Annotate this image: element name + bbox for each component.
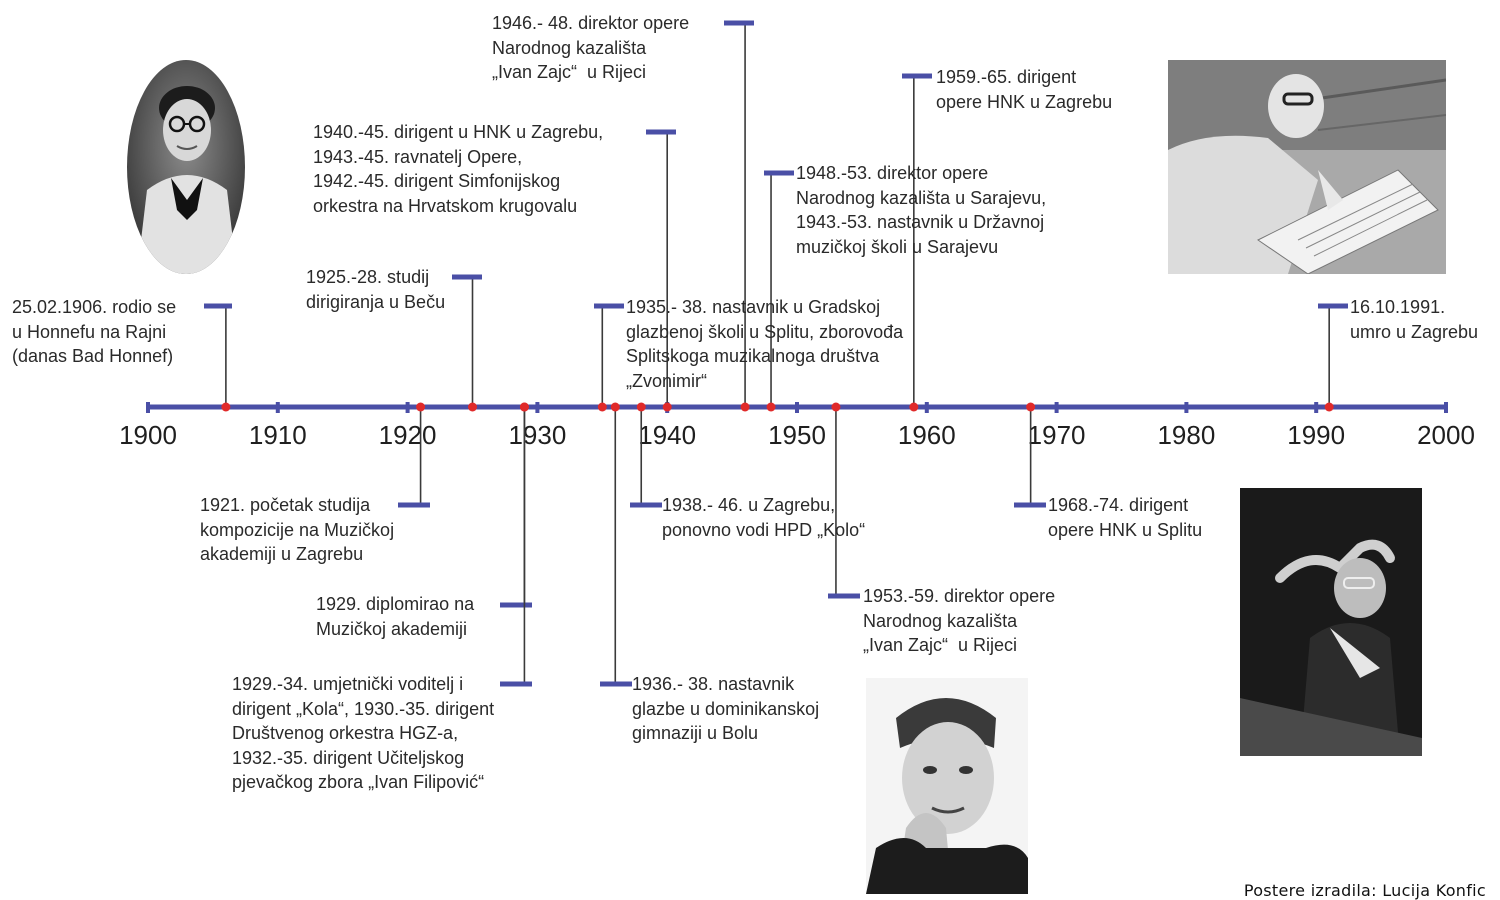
event-marker-bol-1936 [610, 402, 620, 412]
event-marker-sarajevo-1948 [766, 402, 776, 412]
event-label-sarajevo-1948: 1948.-53. direktor opere Narodnog kazali… [796, 163, 1047, 257]
event-label-graduated-1929: 1929. diplomirao na Muzičkoj akademiji [316, 594, 475, 639]
event-label-hnk-zagreb-1959: 1959.-65. dirigent opere HNK u Zagrebu [936, 67, 1113, 112]
poster-credit: Postere izradila: Lucija Konfic [1243, 881, 1486, 900]
decade-labels: 1900 1910 1920 1930 1940 1950 1960 1970 1980 1990… [119, 420, 1475, 450]
event-label-hnk-zagreb-1940: 1940.-45. dirigent u HNK u Zagrebu, 1943… [313, 122, 604, 216]
composing-at-desk-photo [1168, 60, 1446, 274]
decade-label: 1970 [1028, 420, 1086, 450]
event-marker-hnk-zagreb-1959 [909, 402, 919, 412]
event-label-rijeka-1953: 1953.-59. direktor opere Narodnog kazali… [863, 586, 1056, 655]
decade-label: 1960 [898, 420, 956, 450]
event-marker-split-1935 [597, 402, 607, 412]
event-label-split-1968: 1968.-74. dirigent opere HNK u Splitu [1048, 495, 1203, 540]
event-markers [221, 402, 1334, 412]
event-marker-kolo-1929 [519, 402, 529, 412]
event-marker-rijeka-1946 [740, 402, 750, 412]
event-label-birth: 25.02.1906. rodio se u Honnefu na Rajni … [12, 297, 177, 366]
decade-label: 1930 [508, 420, 566, 450]
event-marker-death [1324, 402, 1334, 412]
event-label-vienna: 1925.-28. studij dirigiranja u Beču [306, 267, 446, 312]
decade-label: 1950 [768, 420, 826, 450]
event-marker-academy-1921 [416, 402, 426, 412]
decade-label: 1990 [1287, 420, 1345, 450]
event-connectors [204, 20, 1348, 687]
decade-label: 2000 [1417, 420, 1475, 450]
event-label-academy-1921: 1921. početak studija kompozicije na Muz… [200, 495, 395, 564]
event-label-split-1935: 1935.- 38. nastavnik u Gradskoj glazbeno… [626, 297, 904, 391]
decade-label: 1980 [1157, 420, 1215, 450]
decade-label: 1900 [119, 420, 177, 450]
event-marker-zagreb-1938 [636, 402, 646, 412]
event-label-rijeka-1946: 1946.- 48. direktor opere Narodnog kazal… [492, 13, 690, 82]
conducting-photo [1240, 488, 1422, 756]
event-marker-split-1968 [1026, 402, 1036, 412]
event-marker-rijeka-1953 [831, 402, 841, 412]
event-label-zagreb-1938: 1938.- 46. u Zagrebu, ponovno vodi HPD „… [662, 495, 866, 540]
decade-label: 1940 [638, 420, 696, 450]
event-label-kolo-1929: 1929.-34. umjetnički voditelj i dirigent… [232, 674, 495, 792]
portrait-young-photo [127, 60, 245, 274]
event-marker-birth [221, 402, 231, 412]
event-marker-vienna [468, 402, 477, 412]
event-marker-hnk-zagreb-1940 [662, 402, 672, 412]
decade-label: 1910 [249, 420, 307, 450]
decade-label: 1920 [379, 420, 437, 450]
event-label-bol-1936: 1936.- 38. nastavnik glazbe u dominikans… [632, 674, 820, 743]
event-label-death: 16.10.1991. umro u Zagrebu [1350, 297, 1479, 342]
portrait-hand-on-chin-photo [866, 678, 1028, 894]
